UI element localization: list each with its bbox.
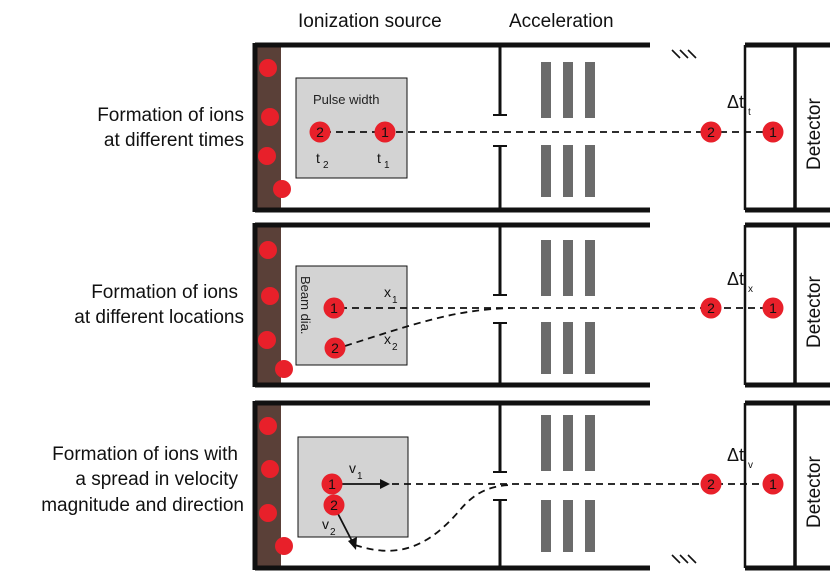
row-velocity-spread: Formation of ions with a spread in veloc… — [41, 400, 830, 571]
sample-spot — [259, 241, 277, 259]
sample-spot — [259, 417, 277, 435]
delta-t-sub: v — [748, 460, 753, 471]
header-ionization-source: Ionization source — [298, 11, 442, 32]
ion-1-source — [321, 473, 343, 495]
acceleration-grids — [541, 415, 595, 552]
row-label-line: Formation of ions — [91, 282, 238, 303]
sample-spot — [258, 331, 276, 349]
time-label-2: t — [316, 150, 320, 166]
detector-label: Detector — [804, 98, 825, 170]
ion-1-source — [323, 297, 345, 319]
sample-spot — [259, 59, 277, 77]
ion-2-detector — [700, 297, 722, 319]
time-label-2-sub: 2 — [323, 160, 329, 171]
ion-number: 1 — [769, 476, 777, 492]
acceleration-grids — [541, 240, 595, 374]
sample-spot — [273, 180, 291, 198]
delta-t-sub: t — [748, 107, 751, 118]
row-different-times: Formation of ions at different times Pul… — [97, 42, 830, 213]
ion-2-detector — [700, 121, 722, 143]
ion-2-source — [324, 337, 346, 359]
sample-spot — [261, 287, 279, 305]
time-label-1: t — [377, 150, 381, 166]
row-different-locations: Formation of ions at different locations… — [74, 222, 830, 388]
row-label-line: Formation of ions — [97, 105, 244, 126]
delta-t-label: Δt — [727, 92, 744, 112]
ion-number: 2 — [331, 340, 339, 356]
location-label-1: x — [384, 284, 391, 300]
sample-spot — [275, 360, 293, 378]
axis-break-top — [671, 49, 697, 59]
arrowhead-icon — [380, 479, 390, 489]
box-label: Pulse width — [313, 92, 379, 107]
velocity-arrow-2 — [335, 509, 354, 544]
ion-2-source — [323, 494, 345, 516]
axis-break-bottom — [671, 554, 697, 564]
row-label-line: at different times — [104, 130, 244, 151]
velocity-label-2-sub: 2 — [330, 527, 336, 538]
ion-1-detector — [762, 473, 784, 495]
detector-label: Detector — [804, 276, 825, 348]
ion-1-source — [374, 121, 396, 143]
ion-number: 1 — [328, 476, 336, 492]
laser-beam-box — [295, 265, 408, 366]
detector-label: Detector — [804, 456, 825, 528]
delta-t-sub: x — [748, 284, 753, 295]
box-label: Beam dia. — [298, 276, 313, 335]
sample-spot — [258, 147, 276, 165]
ion-number: 2 — [707, 124, 715, 140]
header-acceleration: Acceleration — [509, 11, 614, 32]
time-label-1-sub: 1 — [384, 160, 390, 171]
flight-path-2 — [344, 307, 511, 347]
ion-1-detector — [762, 121, 784, 143]
ion-number: 2 — [316, 124, 324, 140]
sample-spot — [275, 537, 293, 555]
ion-1-detector — [762, 297, 784, 319]
location-label-2: x — [384, 331, 391, 347]
flight-path-2 — [354, 484, 511, 552]
row-label-line: a spread in velocity — [75, 469, 238, 490]
ion-2-detector — [700, 473, 722, 495]
ion-number: 2 — [707, 300, 715, 316]
ion-number: 1 — [769, 124, 777, 140]
laser-box — [297, 436, 409, 538]
ion-number: 2 — [707, 476, 715, 492]
location-label-1-sub: 1 — [392, 295, 398, 306]
row-label-line: magnitude and direction — [41, 495, 244, 516]
ion-number: 1 — [330, 300, 338, 316]
row-label-line: Formation of ions with — [52, 444, 238, 465]
ion-number: 1 — [769, 300, 777, 316]
ion-number: 1 — [381, 124, 389, 140]
sample-spot — [261, 460, 279, 478]
location-label-2-sub: 2 — [392, 342, 398, 353]
velocity-label-2: v — [322, 516, 329, 532]
velocity-label-1-sub: 1 — [357, 471, 363, 482]
delta-t-label: Δt — [727, 269, 744, 289]
ion-2-source — [309, 121, 331, 143]
sample-spot — [259, 504, 277, 522]
delta-t-label: Δt — [727, 445, 744, 465]
row-label-line: at different locations — [74, 307, 244, 328]
arrowhead-icon — [348, 537, 357, 550]
acceleration-grids — [541, 62, 595, 197]
sample-spot — [261, 108, 279, 126]
ion-number: 2 — [330, 497, 338, 513]
velocity-label-1: v — [349, 460, 356, 476]
